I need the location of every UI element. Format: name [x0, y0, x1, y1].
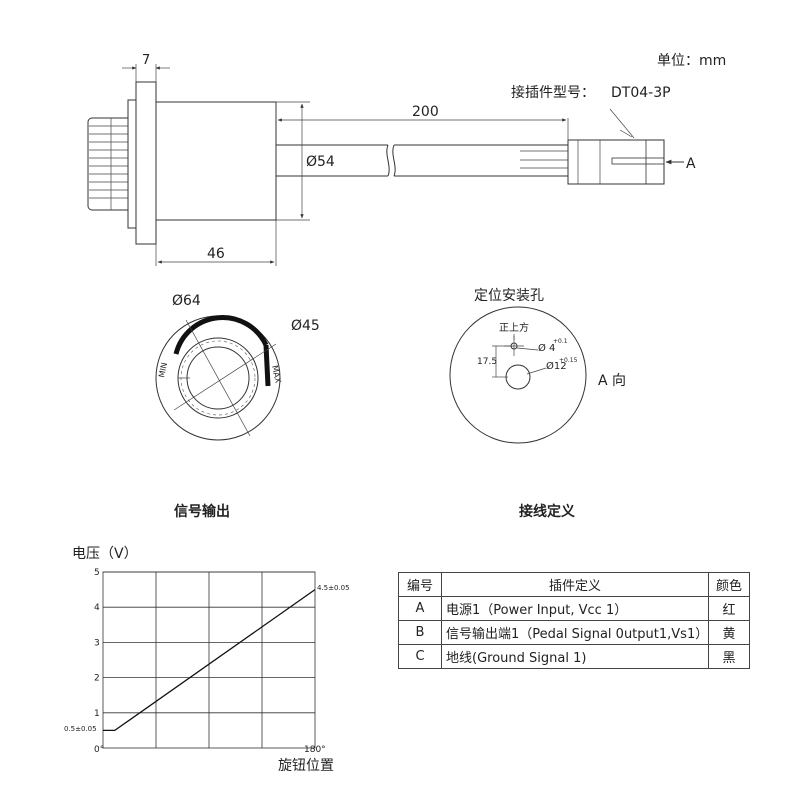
housing-body — [155, 101, 277, 221]
header-color: 颜色 — [708, 572, 750, 597]
dim-body-length: 46 — [155, 220, 277, 266]
view-a-label: A 向 — [598, 373, 626, 389]
small-hole-dim: Ø 4 — [538, 342, 555, 354]
dial-min-label: MIN — [157, 362, 169, 379]
x-end-label: 180° — [304, 745, 326, 755]
center-hole — [505, 364, 531, 390]
y-tick-label: 3 — [94, 638, 100, 648]
chart-ticks: 1 2 3 4 5 — [94, 568, 100, 719]
chart-xlabel: 旋钮位置 — [278, 758, 334, 774]
side-view: 单位：mm 接插件型号： DT04-3P — [87, 53, 726, 266]
chart-ylabel: 电压（V） — [72, 546, 138, 562]
flange — [135, 81, 157, 245]
start-value-label: 0.5±0.05 — [64, 725, 97, 733]
offset-dim: 17.5 — [477, 357, 497, 367]
output-chart: 电压（V） 旋钮位置 1 2 3 4 5 0° 180° 0.5±0.05 4.5±0.… — [64, 546, 350, 774]
row-color: 黑 — [708, 644, 750, 669]
voltage-line — [103, 589, 316, 732]
dial-max-label: MAX — [270, 365, 283, 385]
knob-side — [87, 99, 137, 229]
dim-flange: 7 — [122, 53, 170, 82]
table-row: A 电源1（Power Input, Vcc 1） 红 — [398, 596, 750, 621]
large-hole-tol: +0.15 — [559, 357, 578, 364]
units-label: 单位：mm — [657, 53, 726, 69]
dim-flange-text: 7 — [142, 53, 150, 68]
y-tick-label: 4 — [94, 603, 100, 613]
dim-cable-length-text: 200 — [412, 104, 439, 120]
dim-body-dia: Ø54 — [276, 101, 335, 221]
header-id: 编号 — [398, 572, 442, 597]
front-view: MIN MAX Ø64 Ø45 — [155, 293, 320, 441]
row-id: A — [398, 596, 442, 621]
dim-body-dia-text: Ø54 — [306, 154, 335, 170]
signal-section-title: 信号输出 — [174, 503, 230, 520]
row-id: B — [398, 620, 442, 645]
mounting-title: 定位安装孔 — [474, 288, 544, 304]
mounting-view: 定位安装孔 正上方 Ø 4 +0.1 Ø12 +0.15 17.5 A 向 — [449, 288, 626, 444]
row-color: 红 — [708, 596, 750, 621]
chart-series — [103, 589, 316, 732]
row-color: 黄 — [708, 620, 750, 645]
cable — [276, 144, 570, 177]
small-hole-tol: +0.1 — [553, 338, 568, 345]
y-tick-label: 5 — [94, 568, 100, 578]
end-value-label: 4.5±0.05 — [317, 584, 350, 592]
up-label: 正上方 — [499, 321, 529, 334]
dim-cable-length: 200 — [275, 102, 569, 140]
row-def: 地线(Ground Signal 1) — [441, 644, 709, 669]
header-def: 插件定义 — [441, 572, 709, 597]
connector-plug — [567, 108, 665, 185]
row-def: 电源1（Power Input, Vcc 1） — [441, 596, 709, 621]
dim-knob-dia: Ø45 — [291, 318, 320, 334]
row-def: 信号输出端1（Pedal Signal 0utput1,Vs1） — [441, 620, 709, 645]
large-hole-dim: Ø12 — [546, 360, 567, 372]
y-tick-label: 1 — [94, 709, 100, 719]
dim-body-length-text: 46 — [207, 246, 225, 262]
connector-model: DT04-3P — [611, 85, 671, 101]
chart-grid — [102, 571, 316, 749]
table-header-row: 编号 插件定义 颜色 — [398, 572, 750, 597]
connector-label: 接插件型号： — [511, 84, 595, 101]
view-a-marker: A — [686, 156, 696, 172]
y-tick-label: 2 — [94, 674, 100, 684]
x-start-label: 0° — [94, 745, 104, 755]
table-row: C 地线(Ground Signal 1) 黑 — [398, 644, 750, 669]
wiring-section-title: 接线定义 — [519, 503, 575, 520]
dial-arc — [173, 315, 269, 355]
dim-outer-dia: Ø64 — [172, 293, 201, 309]
table-row: B 信号输出端1（Pedal Signal 0utput1,Vs1） 黄 — [398, 620, 750, 645]
row-id: C — [398, 644, 442, 669]
wiring-table: 编号 插件定义 颜色 A 电源1（Power Input, Vcc 1） 红 B… — [398, 572, 750, 669]
